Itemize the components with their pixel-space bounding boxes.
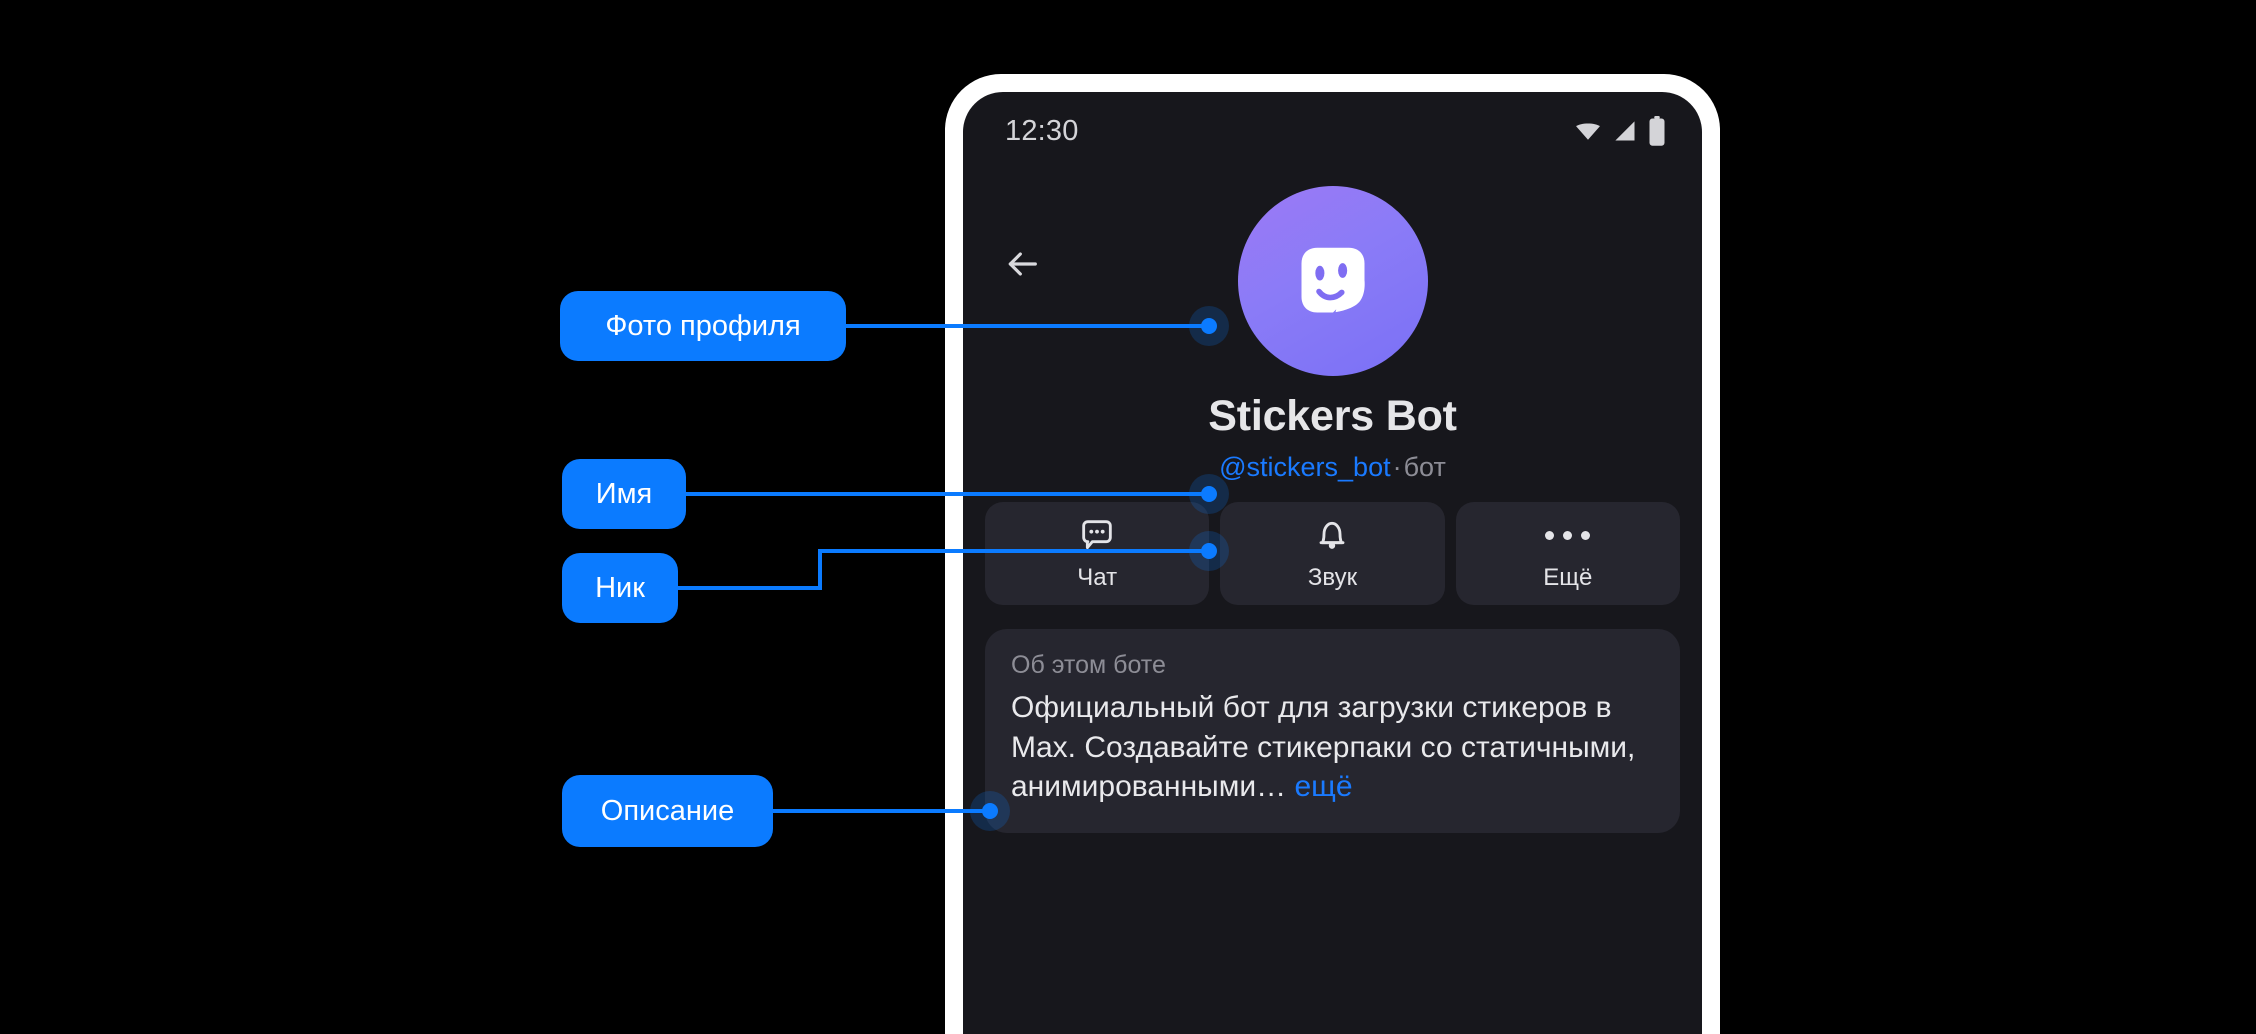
- callout-photo: Фото профиля: [560, 291, 846, 361]
- about-card: Об этом боте Официальный бот для загрузк…: [985, 629, 1680, 833]
- about-card-title: Об этом боте: [1011, 651, 1166, 679]
- avatar[interactable]: [1237, 186, 1428, 376]
- battery-icon: [1649, 116, 1665, 146]
- about-card-body: Официальный бот для загрузки стикеров в …: [1011, 691, 1636, 804]
- chat-button[interactable]: Чат: [985, 502, 1210, 605]
- profile-subtitle: @stickers_bot·бот: [963, 451, 1702, 483]
- sound-button-label: Звук: [1307, 564, 1358, 591]
- more-button-label: Ещё: [1543, 564, 1593, 591]
- profile-name-block: Stickers Bot @stickers_bot·бот: [963, 392, 1702, 484]
- about-card-text: Официальный бот для загрузки стикеров в …: [1011, 688, 1654, 807]
- status-bar-icons: [1573, 116, 1666, 146]
- callout-nick: Ник: [562, 553, 678, 623]
- leader-line-nick-segment-1: [677, 586, 822, 590]
- action-button-row: Чат Звук Ещё: [985, 502, 1680, 605]
- phone-frame: 12:30: [945, 74, 1720, 1034]
- back-arrow-icon: [1008, 252, 1037, 276]
- about-card-more-link[interactable]: ещё: [1294, 770, 1353, 804]
- leader-line-nick-segment-2: [818, 549, 822, 590]
- profile-username[interactable]: @stickers_bot: [1219, 452, 1391, 483]
- status-bar-time: 12:30: [1005, 114, 1079, 147]
- more-dots-icon: [1545, 515, 1591, 555]
- bell-icon: [1312, 515, 1352, 555]
- wifi-icon: [1576, 123, 1600, 140]
- sound-button[interactable]: Звук: [1220, 502, 1445, 605]
- chat-button-label: Чат: [1077, 564, 1118, 591]
- chat-bubble-icon: [1077, 515, 1117, 555]
- leader-line-nick-segment-3: [818, 549, 1211, 553]
- leader-line-photo: [845, 324, 1211, 328]
- avatar-container: [963, 186, 1702, 376]
- cellular-signal-icon: [1615, 120, 1635, 140]
- sticker-face-icon: [1301, 247, 1365, 313]
- page-title: Stickers Bot: [1208, 392, 1457, 440]
- leader-line-name: [686, 492, 1211, 496]
- leader-line-description: [772, 809, 992, 813]
- profile-kind-badge: бот: [1403, 452, 1446, 483]
- status-bar: 12:30: [963, 92, 1702, 170]
- callout-name: Имя: [562, 459, 686, 529]
- profile-separator: ·: [1392, 452, 1402, 483]
- callout-description: Описание: [562, 775, 773, 847]
- back-button[interactable]: [993, 235, 1051, 293]
- phone-screen: 12:30: [963, 92, 1702, 1034]
- more-button[interactable]: Ещё: [1455, 502, 1680, 605]
